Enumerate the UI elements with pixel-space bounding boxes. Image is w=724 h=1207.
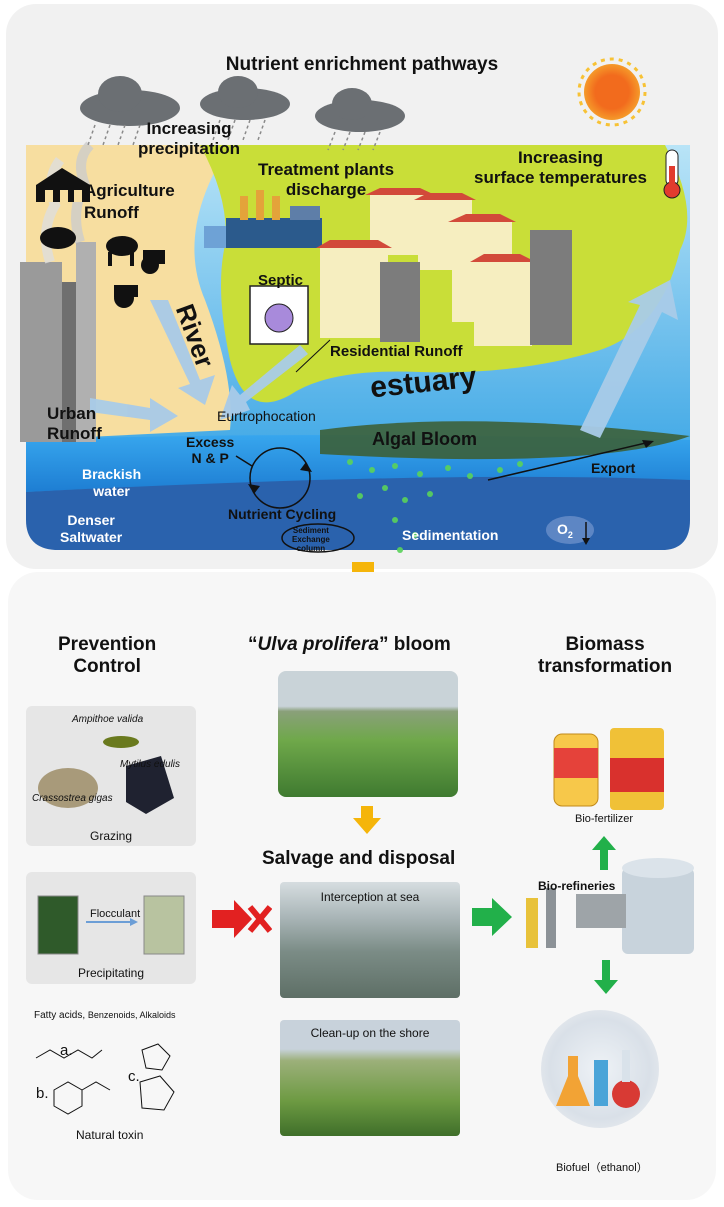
export-arrow [487, 441, 651, 481]
sediment-dots [347, 459, 523, 553]
biorefinery-illustration [526, 858, 694, 954]
natural-toxin-label: Natural toxin [76, 1128, 144, 1142]
precipitating-label: Precipitating [77, 966, 145, 980]
eutrophication-label: Eurtrophocation [217, 408, 316, 424]
blocked-arrow-icon [212, 900, 272, 938]
green-arrow-right-icon [472, 898, 512, 936]
deep-saltwater [26, 476, 690, 550]
bloom-photo [278, 671, 458, 797]
toxin-a: a. [60, 1042, 73, 1059]
interception-photo [280, 882, 460, 998]
species-ampithoe: Ampithoe valida [72, 714, 144, 725]
sheep-icon [40, 227, 76, 249]
rain-clouds [80, 76, 405, 132]
interception-label: Interception at sea [320, 890, 420, 904]
toxin-classes: Fatty acids, Benzenoids, Alkaloids [34, 1010, 176, 1021]
biofuel-label: Biofuel（ethanol） [556, 1162, 648, 1174]
species-mytilus: Mytilus edulis [120, 759, 181, 770]
septic-label: Septic [258, 272, 304, 289]
nutrient-cycle-icon [249, 447, 311, 509]
toxin-c: c. [128, 1068, 140, 1085]
green-arrow-up-icon [592, 836, 616, 870]
cleanup-label: Clean-up on the shore [310, 1026, 430, 1040]
sediment-column-oval [281, 523, 355, 553]
down-arrow-small-icon [353, 806, 381, 834]
flocculant-label: Flocculant [90, 908, 141, 920]
beakers-illustration [37, 895, 185, 955]
algal-bloom-label: Algal Bloom [372, 429, 478, 449]
cleanup-photo [280, 1020, 460, 1136]
fertilizer-products [553, 728, 664, 810]
green-arrow-down-icon [594, 960, 618, 994]
oxygen-badge [546, 516, 594, 544]
salvage-heading: Salvage and disposal [262, 848, 456, 869]
biorefineries-label: Bio-refineries [538, 879, 616, 893]
runoff-arrows [90, 280, 678, 438]
nutrient-cycling-label: Nutrient Cycling [228, 506, 337, 522]
oxygen-label: O2 [557, 521, 573, 540]
toxin-b: b. [36, 1085, 49, 1102]
panel-title: Nutrient enrichment pathways [225, 54, 499, 75]
toxin-structures [35, 1043, 175, 1115]
biofertilizer-label: Bio-fertilizer [575, 813, 634, 825]
treatment-plant [204, 190, 322, 248]
export-label: Export [591, 460, 636, 476]
residential-buildings [316, 188, 572, 346]
sedimentation-label: Sedimentation [402, 527, 499, 543]
grazing-illustration [38, 736, 174, 814]
sun-icon [584, 64, 640, 120]
species-crassostrea: Crassostrea gigas [32, 793, 113, 804]
flasks-illustration [556, 1050, 640, 1108]
grazing-label: Grazing [89, 829, 133, 843]
nutrient-illustration [20, 57, 690, 553]
bloom-heading: “Ulva prolifera” bloom [248, 634, 451, 655]
residential-runoff-label: Residential Runoff [330, 343, 463, 360]
urban-chimney [20, 262, 62, 442]
